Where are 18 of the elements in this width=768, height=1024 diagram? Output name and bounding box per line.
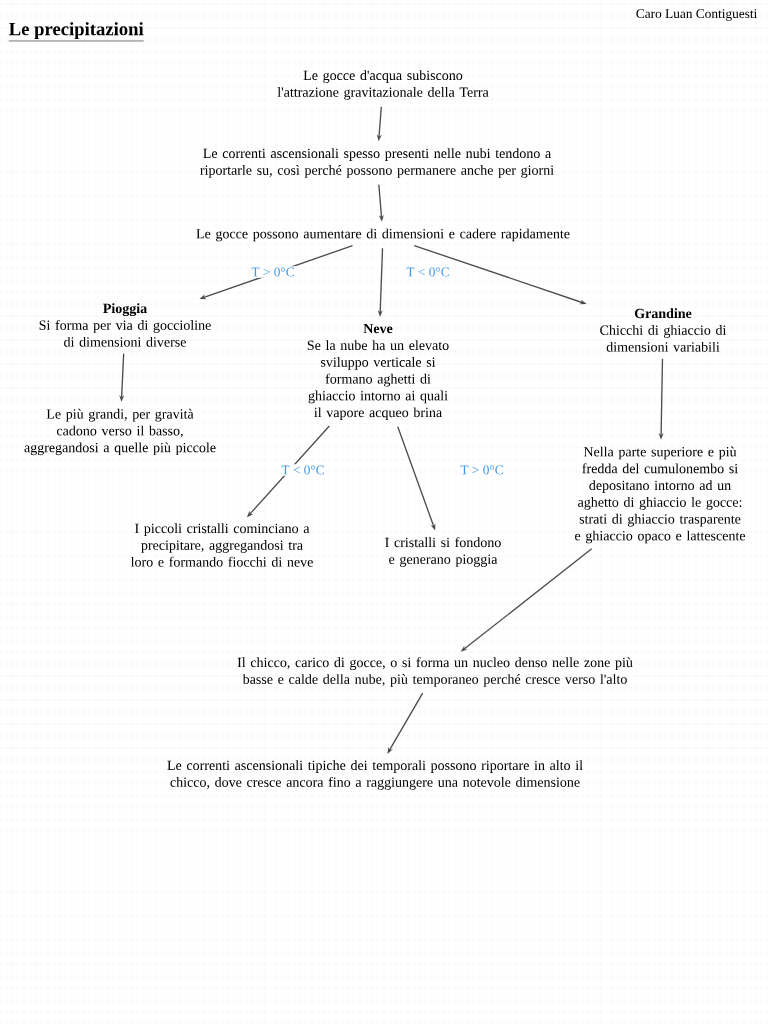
edge-label: T < 0°C — [280, 464, 326, 476]
concept-text: Le correnti ascensionali tipiche dei temporali possono riportare in alto il chicco, dove cresce ancora fino a raggiungere una notevole dimensione — [167, 760, 583, 790]
concept-text: Neve Se la nube ha un elevato sviluppo verticale si formano aghetti di ghiaccio intorno ai quali il vapore acqueo brina — [307, 323, 449, 421]
edge-label: T > 0°C — [459, 464, 505, 476]
concept-text: Pioggia Si forma per via di goccioline di dimensioni diverse — [39, 303, 211, 347]
author-name: Caro Luan Contiguesti — [636, 9, 758, 21]
concept-text: Grandine Chicchi di ghiaccio di dimensioni variabili — [600, 308, 727, 352]
concept-text: Le gocce possono aumentare di dimensioni e cadere rapidamente — [196, 228, 570, 242]
concept-text: I cristalli si fondono e generano pioggia — [385, 537, 501, 567]
page-title: Le precipitazioni — [8, 22, 144, 42]
concept-text: Nella parte superiore e più fredda del cumulonembo si depositano intorno ad un aghetto di ghiaccio le gocce: strati di ghiaccio trasparente e ghiaccio opaco e lattescente — [575, 446, 746, 544]
concept-text: Le correnti ascensionali spesso presenti nelle nubi tendono a riportarle su, così perché possono permanere anche per giorni — [200, 148, 554, 178]
concept-text: Le gocce d'acqua subiscono l'attrazione gravitazionale della Terra — [277, 70, 489, 100]
edge-label: T > 0°C — [250, 266, 296, 278]
concept-text: Le più grandi, per gravità cadono verso il basso, aggregandosi a quelle più piccole — [24, 408, 216, 456]
concept-text: Il chicco, carico di gocce, o si forma un nucleo denso nelle zone più basse e calde della nube, più temporaneo perché cresce verso l'alto — [237, 657, 633, 687]
concept-text: I piccoli cristalli cominciano a precipitare, aggregandosi tra loro e formando fiocchi di neve — [130, 523, 313, 567]
edge-label: T < 0°C — [405, 266, 451, 278]
